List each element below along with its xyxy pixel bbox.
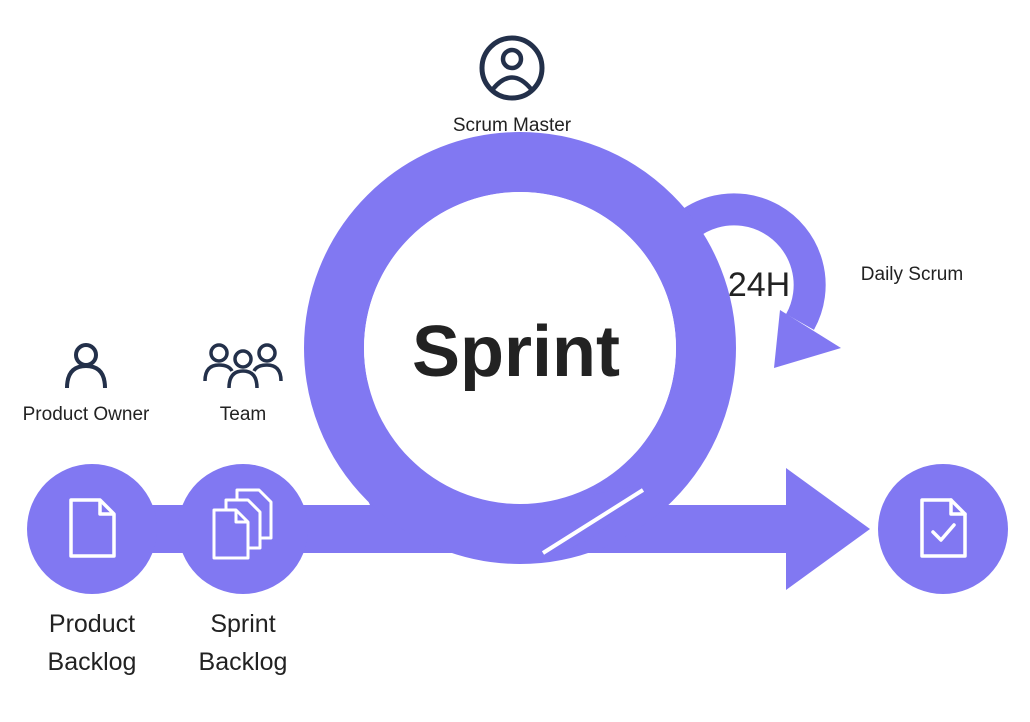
sprint-backlog-label-line2: Backlog <box>199 648 288 676</box>
scrum-master-label: Scrum Master <box>453 115 572 136</box>
product-backlog-label-line1: Product <box>49 610 135 638</box>
product-owner-label: Product Owner <box>23 404 150 425</box>
sprint-loop-tail <box>520 485 640 553</box>
product-owner-icon <box>65 343 107 389</box>
increment-node <box>878 464 1008 594</box>
document-check-icon <box>920 498 967 558</box>
sprint-backlog-label-line1: Sprint <box>210 610 275 638</box>
document-icon <box>69 498 116 558</box>
sprint-loop-gap <box>541 488 645 555</box>
sprint-label: Sprint <box>412 312 620 392</box>
documents-stack-icon <box>212 488 273 560</box>
scrum-master-icon <box>479 35 545 101</box>
arrow-head <box>786 468 870 590</box>
daily-loop-arrowhead <box>774 310 841 368</box>
sprint-loop-inner <box>364 192 676 504</box>
daily-scrum-label: Daily Scrum <box>861 264 963 285</box>
sprint-loop <box>304 132 736 564</box>
team-icon <box>203 343 283 389</box>
sprint-loop-ring <box>304 132 736 564</box>
product-backlog-node <box>27 464 157 594</box>
team-label: Team <box>220 404 266 425</box>
cycle-label: 24H <box>728 266 790 304</box>
product-backlog-label-line2: Backlog <box>48 648 137 676</box>
